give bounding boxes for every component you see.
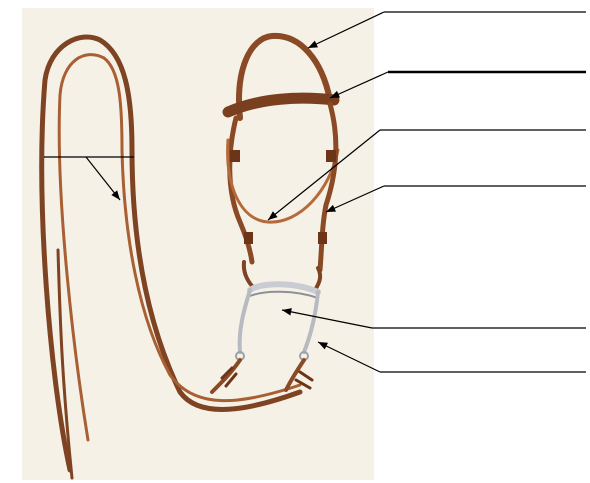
buckle-left-upper xyxy=(230,150,240,162)
buckle-right-lower xyxy=(318,232,327,244)
buckle-left-lower xyxy=(244,232,253,244)
buckle-right-upper xyxy=(326,150,336,162)
